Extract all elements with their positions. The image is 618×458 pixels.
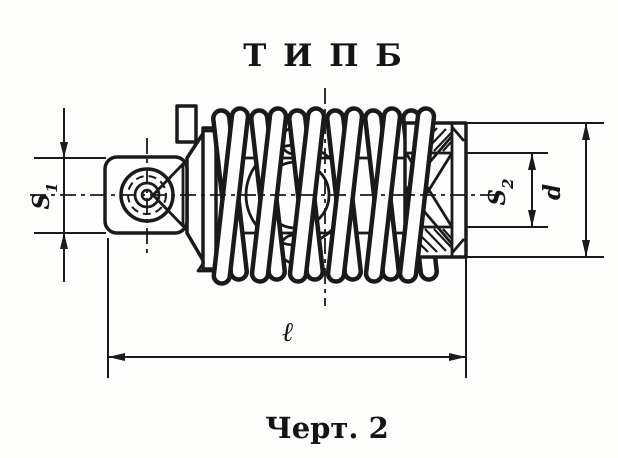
top-tab	[175, 104, 198, 144]
spring-coils-front	[211, 106, 437, 286]
flange-plate	[201, 126, 218, 271]
dimension-label-s1: S1	[28, 182, 61, 209]
centerlines	[30, 88, 498, 306]
dimension-d: d	[466, 122, 604, 258]
dimension-length: ℓ	[107, 238, 467, 378]
figure-title: Т И П Б	[243, 38, 405, 74]
dimension-label-length: ℓ	[282, 317, 294, 348]
left-eye-fitting	[103, 104, 224, 273]
dimension-label-s2: S2	[484, 178, 517, 205]
dimension-label-d: d	[539, 184, 566, 200]
dimension-s2: S2	[466, 152, 548, 228]
figure-caption: Черт. 2	[265, 411, 389, 445]
